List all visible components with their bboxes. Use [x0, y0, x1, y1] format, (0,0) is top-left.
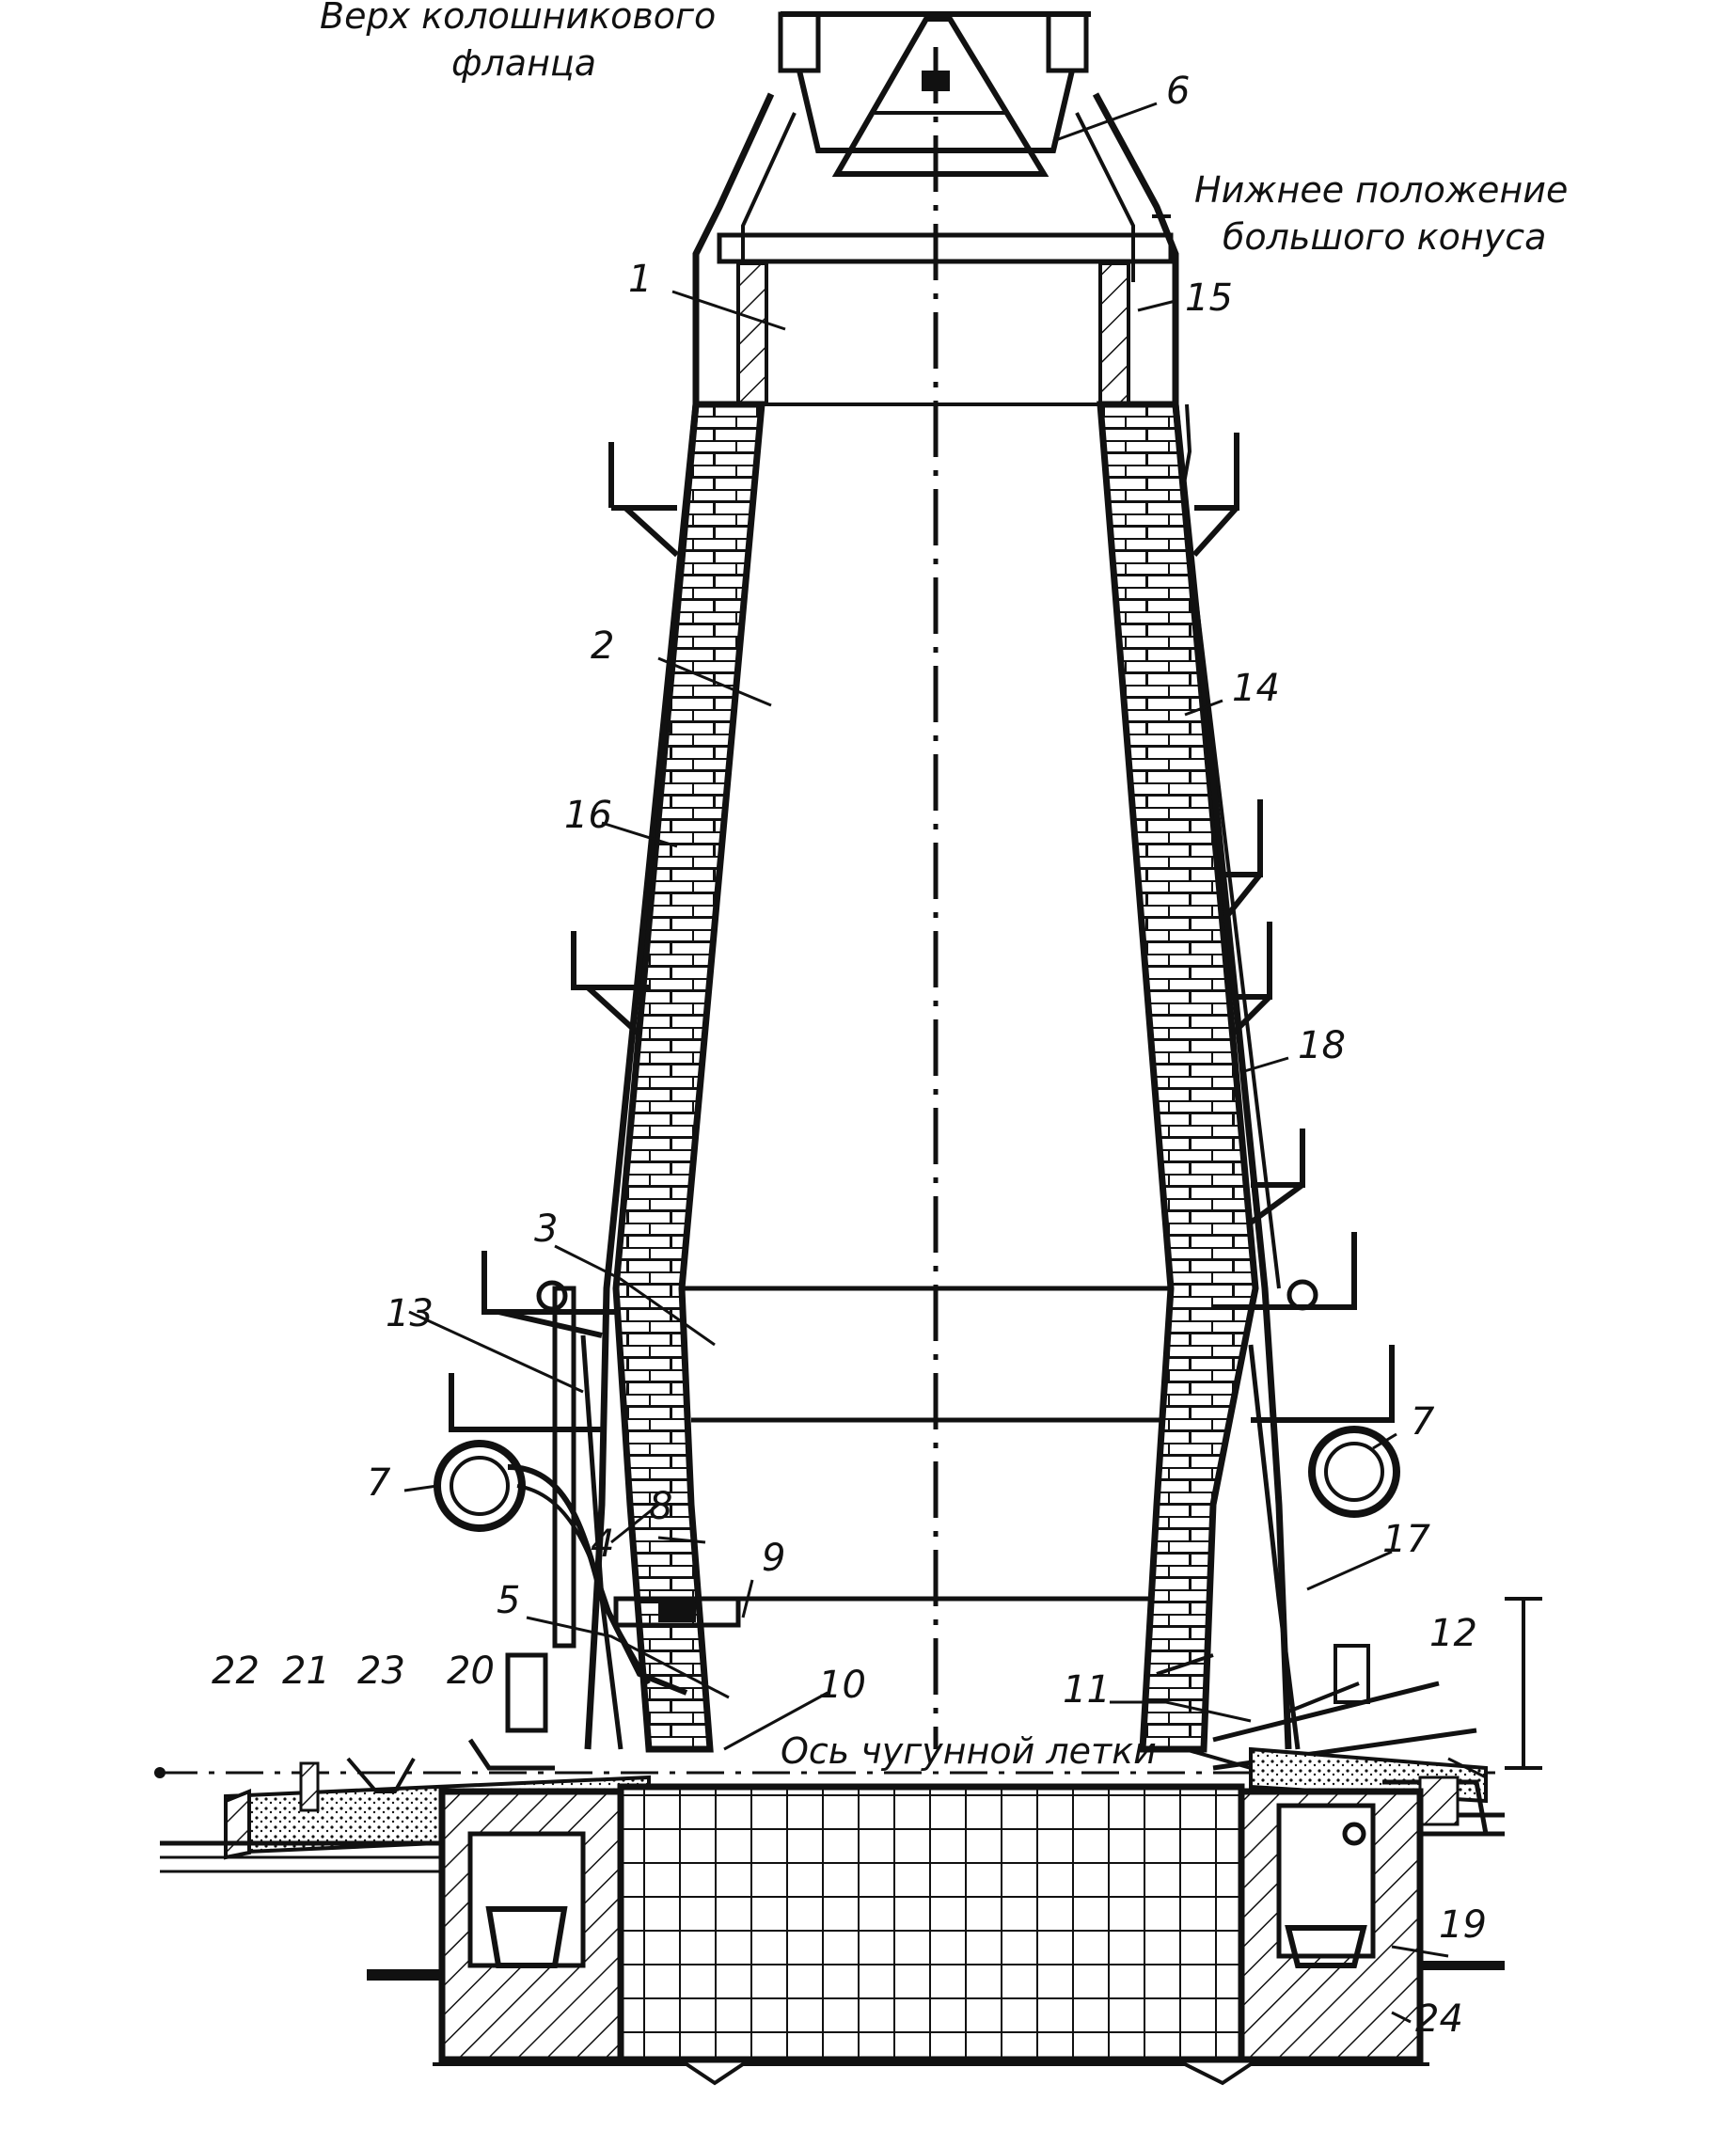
label-7b: 7	[1411, 1400, 1435, 1444]
top-charging-apparatus	[692, 11, 1179, 406]
label-2: 2	[591, 624, 614, 668]
label-16: 16	[564, 794, 612, 837]
label-14: 14	[1232, 667, 1280, 710]
bustle-pipe-right	[1308, 1426, 1400, 1518]
label-20: 20	[447, 1650, 495, 1693]
label-17: 17	[1382, 1518, 1430, 1561]
caption-taphole-axis: Ось чугунной летки	[781, 1730, 1157, 1772]
shaft-lining-right	[1097, 401, 1259, 1753]
hearth-and-foundation	[367, 1783, 1505, 2086]
label-22: 22	[212, 1650, 260, 1693]
dimension-bracket	[1505, 1597, 1542, 1770]
label-24: 24	[1415, 1997, 1463, 2041]
label-21: 21	[282, 1650, 330, 1693]
hearth-bottom-blocks	[617, 1783, 1245, 2063]
platforms	[449, 433, 1395, 1432]
captions: Верх колошникового фланца Нижнее положен…	[320, 0, 1568, 1772]
caption-cone-2: большого конуса	[1223, 216, 1546, 258]
caption-top-flange-2: фланца	[451, 42, 596, 84]
label-4: 4	[591, 1523, 614, 1566]
label-15: 15	[1185, 276, 1233, 320]
label-11: 11	[1063, 1668, 1111, 1712]
label-3: 3	[534, 1208, 558, 1251]
caption-top-flange-1: Верх колошникового	[320, 0, 716, 37]
leader-lines	[403, 102, 1487, 2024]
label-13: 13	[386, 1292, 434, 1335]
number-labels: 1 2 3 4 5 6 7 7 8 9 10 11 12 13 14 15 16…	[212, 70, 1487, 2041]
label-8: 8	[649, 1485, 672, 1528]
label-9: 9	[762, 1537, 785, 1580]
furnace-shaft	[584, 47, 1292, 1753]
label-18: 18	[1298, 1024, 1346, 1067]
label-1: 1	[628, 258, 652, 301]
shaft-lining-left	[612, 401, 765, 1753]
label-12: 12	[1429, 1612, 1477, 1655]
label-10: 10	[818, 1664, 866, 1707]
caption-cone-1: Нижнее положение	[1194, 169, 1568, 211]
label-5: 5	[497, 1579, 520, 1622]
label-23: 23	[357, 1650, 405, 1693]
label-7a: 7	[367, 1461, 391, 1505]
label-6: 6	[1166, 70, 1190, 113]
bosh-and-tuyeres	[434, 1279, 1477, 1771]
taphole-axis	[154, 1767, 1495, 1778]
label-19: 19	[1439, 1903, 1487, 1947]
